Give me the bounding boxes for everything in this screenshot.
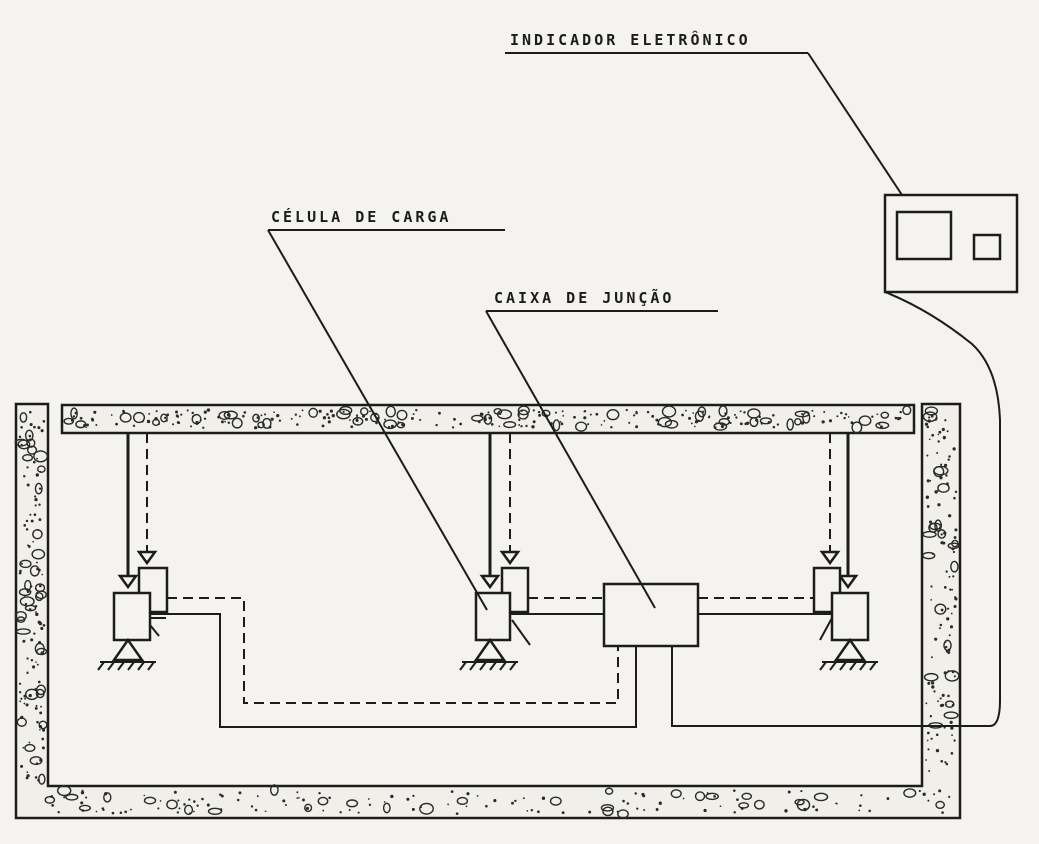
- support-icon: [459, 637, 518, 671]
- cables: [150, 291, 1001, 728]
- weighing-platform: [60, 403, 916, 435]
- load-arrow-icon: [499, 550, 521, 566]
- cable-left-solid: [150, 613, 637, 728]
- load-cell-center: [459, 433, 531, 671]
- cable-left-dashed: [167, 597, 619, 704]
- platform-slab: [60, 403, 916, 435]
- support-icon: [97, 637, 156, 671]
- label-junction-box: CAIXA DE JUNÇÃO: [485, 288, 718, 609]
- pit-concrete-texture: [14, 406, 960, 819]
- load-cell-left: [97, 433, 169, 671]
- platform-concrete-texture: [63, 405, 912, 434]
- load-cell-body: [474, 591, 512, 642]
- load-arrow-icon: [136, 550, 158, 566]
- label-indicator: INDICADOR ELETRÔNICO: [505, 30, 903, 196]
- load-cell-right: [812, 433, 878, 671]
- load-cell-body: [830, 591, 870, 642]
- concrete-pit: [14, 402, 962, 820]
- electronic-indicator: [883, 193, 1019, 294]
- load-arrow-icon: [479, 574, 501, 590]
- label-indicator-text: INDICADOR ELETRÔNICO: [510, 30, 751, 49]
- support-icon: [819, 637, 878, 671]
- junction-box: [602, 582, 700, 648]
- load-cell-body: [112, 591, 152, 642]
- label-load-cell-text: CÉLULA DE CARGA: [271, 207, 451, 226]
- load-arrow-icon: [837, 574, 859, 590]
- indicator-display: [895, 210, 953, 261]
- pit-wall: [14, 402, 962, 820]
- label-load-cell: CÉLULA DE CARGA: [267, 207, 505, 611]
- label-junction-box-text: CAIXA DE JUNÇÃO: [494, 288, 674, 307]
- cable-to-indicator: [671, 291, 1001, 727]
- load-arrow-icon: [819, 550, 841, 566]
- load-arrow-icon: [117, 574, 139, 590]
- indicator-button: [972, 233, 1002, 261]
